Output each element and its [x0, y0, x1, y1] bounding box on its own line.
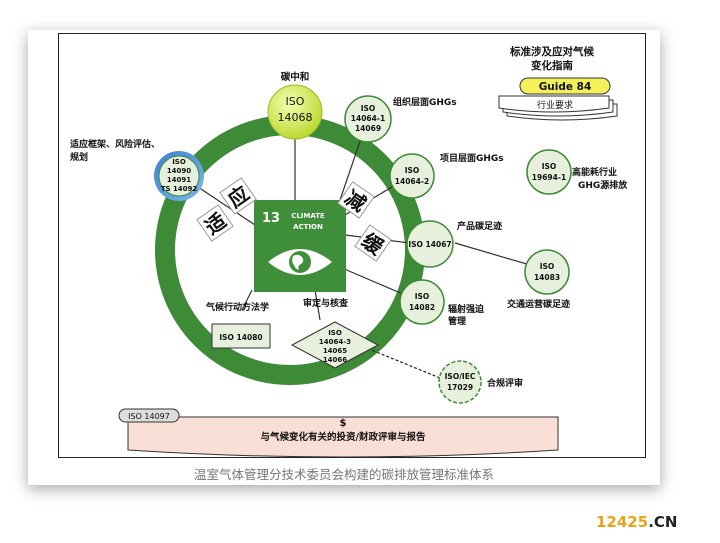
svg-text:ISO: ISO: [328, 329, 342, 337]
sdg-number: 13: [262, 211, 280, 226]
connector-14082: [334, 264, 406, 296]
node-iso14067: [406, 220, 454, 268]
svg-text:14083: 14083: [534, 273, 560, 282]
svg-text:19694-1: 19694-1: [532, 173, 566, 182]
svg-text:14064-3: 14064-3: [319, 338, 351, 346]
svg-text:TS 14092: TS 14092: [161, 185, 198, 193]
connector-14090: [194, 184, 256, 226]
figure-caption: 温室气体管理分技术委员会构建的碳排放管理标准体系: [193, 467, 494, 482]
svg-text:14064-1: 14064-1: [351, 114, 385, 123]
label-14064-3: 审定与核查: [303, 297, 349, 309]
finance-text: 与气候变化有关的投资/财政评审与报告: [261, 431, 426, 443]
label-19694-line2: GHG源排放: [578, 179, 628, 191]
guide-tag-label: 行业要求: [537, 99, 573, 111]
svg-text:14082: 14082: [409, 303, 435, 312]
label-14068: 碳中和: [281, 71, 310, 83]
svg-text:ISO: ISO: [172, 158, 186, 166]
node-iso14082: [399, 279, 445, 325]
svg-text:14068: 14068: [278, 111, 313, 124]
svg-text:14066: 14066: [323, 356, 347, 364]
label-14090-line1: 适应框架、风险评估、: [70, 138, 160, 150]
ring-char-mitig2: 缓: [354, 224, 392, 262]
sdg13-box: [254, 200, 346, 292]
iso14097-tag: [118, 408, 180, 423]
finance-banner: [127, 416, 559, 458]
sdg-line2: ACTION: [293, 223, 323, 231]
node-iso14064-3: [290, 321, 380, 369]
node-iso14064-1: [344, 95, 392, 143]
svg-text:ISO 14067: ISO 14067: [408, 240, 451, 249]
node-iso19694-1: [526, 149, 572, 195]
label-14082-line2: 管理: [448, 315, 466, 327]
svg-text:ISO 14097: ISO 14097: [128, 412, 170, 421]
label-14067: 产品碳足迹: [457, 220, 502, 232]
label-14083: 交通运营碳足迹: [507, 298, 570, 310]
sdg-line1: CLIMATE: [291, 212, 325, 220]
svg-text:适: 适: [200, 208, 230, 239]
label-14090-line2: 规划: [70, 151, 88, 163]
label-14082-line1: 辐射强迫: [448, 303, 485, 315]
node-iso-iec17029: [438, 360, 482, 404]
svg-text:ISO 14080: ISO 14080: [219, 333, 262, 342]
eye-globe-icon: [268, 249, 332, 275]
node-iso14080: [211, 323, 271, 349]
node-iso14064-2: [389, 153, 435, 199]
guide84-badge: [519, 77, 611, 95]
connector-17029: [351, 341, 441, 379]
diagram-frame: [58, 33, 646, 458]
svg-text:17029: 17029: [447, 383, 473, 392]
label-17029: 合规评审: [487, 377, 523, 389]
svg-text:14069: 14069: [355, 124, 381, 133]
label-14064-2: 项目层面GHGs: [440, 153, 504, 164]
ring-char-adapt2: 应: [219, 177, 257, 215]
svg-text:ISO/IEC: ISO/IEC: [445, 372, 476, 381]
label-19694-line1: 高能耗行业: [572, 166, 617, 178]
connector-14064-3: [314, 289, 321, 321]
svg-text:ISO: ISO: [540, 262, 555, 271]
svg-text:ISO: ISO: [405, 166, 420, 175]
finance-symbol: $: [340, 418, 347, 429]
svg-text:ISO: ISO: [415, 292, 430, 301]
label-14064-1: 组织层面GHGs: [393, 96, 457, 108]
svg-text:ISO: ISO: [542, 162, 557, 171]
connector-14080: [241, 289, 253, 311]
site-watermark: 12425.CN: [596, 513, 678, 531]
svg-text:14064-2: 14064-2: [395, 177, 429, 186]
svg-text:ISO: ISO: [286, 95, 305, 108]
ring-char-adapt1: 适: [196, 204, 234, 242]
svg-text:缓: 缓: [357, 228, 388, 260]
header-line2: 变化指南: [531, 59, 573, 72]
svg-text:ISO: ISO: [361, 104, 376, 113]
guide84-label: Guide 84: [539, 81, 592, 93]
node-iso14083: [524, 249, 570, 295]
node-iso14068: [267, 84, 323, 140]
svg-text:14091: 14091: [167, 176, 191, 184]
svg-text:14065: 14065: [323, 347, 347, 355]
svg-text:14090: 14090: [167, 167, 191, 175]
guide-tag: 行业要求: [498, 95, 618, 121]
header-line1: 标准涉及应对气候: [509, 45, 594, 58]
label-14080: 气候行动方法学: [205, 301, 269, 313]
